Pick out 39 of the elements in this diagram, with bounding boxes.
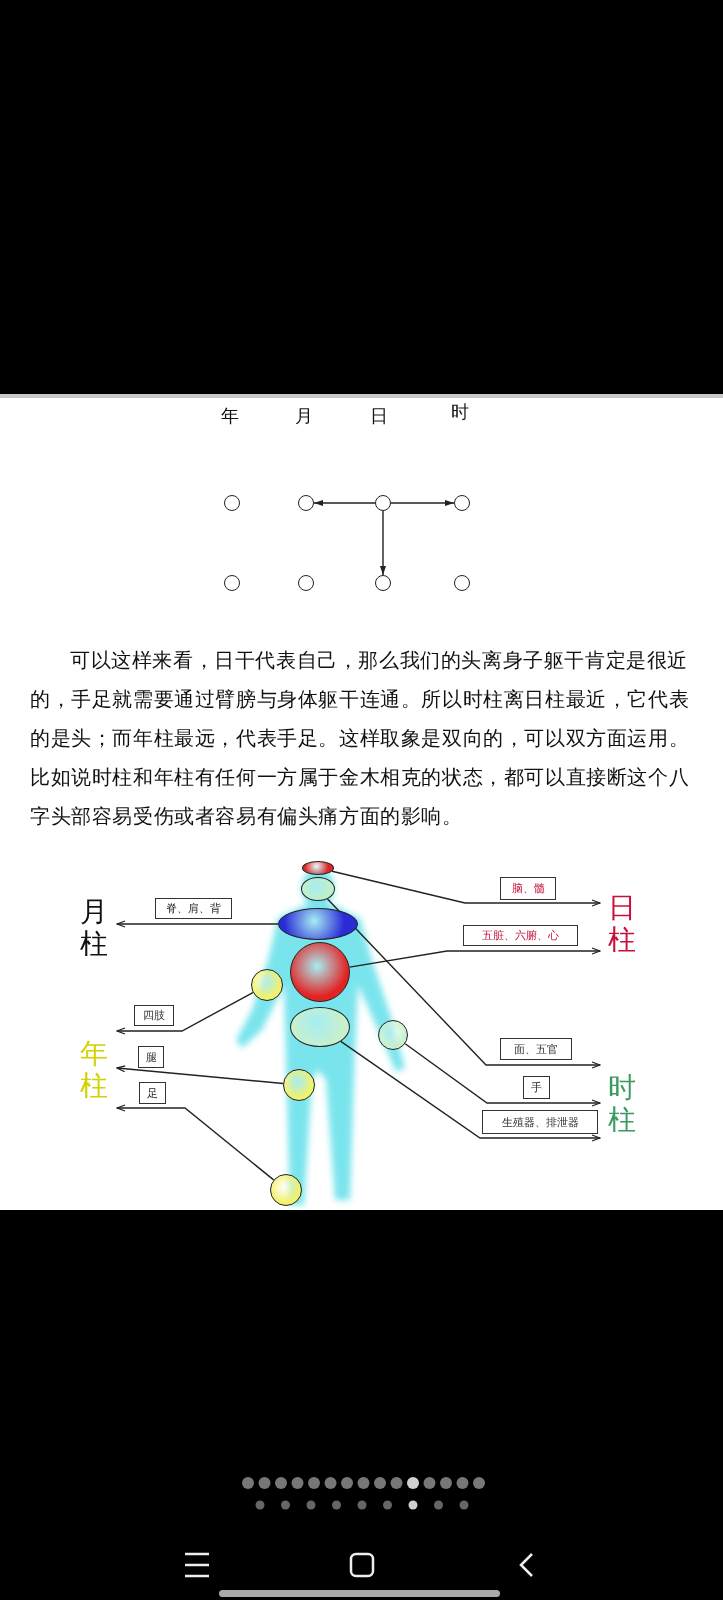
body-region-circle — [290, 942, 350, 1002]
body-region-ellipse — [278, 908, 358, 940]
arrow — [390, 500, 455, 506]
edge-label: 脊、肩、背 — [155, 898, 232, 919]
pillar-label: 年柱 — [70, 1038, 117, 1102]
body-region-circle — [283, 1069, 315, 1101]
pillar-label: 日柱 — [600, 892, 644, 956]
leader-arrow — [348, 947, 601, 968]
leader-arrow — [116, 991, 254, 1035]
leader-arrow — [340, 1040, 601, 1142]
pillar-label: 时柱 — [600, 1072, 644, 1136]
body-region-ellipse — [302, 861, 334, 875]
leader-arrow — [116, 1065, 284, 1085]
column-heading: 日 — [370, 404, 388, 428]
body-region-ellipse — [301, 877, 335, 901]
leader-arrow — [331, 870, 601, 907]
edge-label: 生殖器、排泄器 — [482, 1110, 598, 1134]
pillar-label: 月柱 — [70, 896, 117, 960]
body-region-circle — [270, 1174, 302, 1206]
leader-arrow — [116, 920, 279, 928]
paragraph: 可以这样来看，日干代表自己，那么我们的头离身子躯干肯定是很近的，手足就需要通过臂膀与身体躯干连通。所以时柱离日柱最近，它代表的是头；而年柱最远，代表手足。这样取象是双向的，可以双方面运用。比如说时柱和年柱有任何一方属于金木相克的状态，都可以直接断这个八字头部容易受伤或者容易有偏头痛方面的影响。 — [30, 647, 691, 830]
edge-label: 脑、髓 — [500, 877, 556, 900]
body-region-circle — [378, 1020, 408, 1050]
body-region-circle — [251, 969, 283, 1001]
arrow — [313, 500, 376, 506]
arrow — [380, 510, 386, 576]
leader-arrow — [404, 1043, 601, 1107]
edge-label: 五脏、六腑、心 — [463, 925, 578, 946]
edge-label: 手 — [523, 1076, 550, 1099]
body-region-ellipse — [290, 1007, 350, 1047]
column-heading: 月 — [295, 404, 313, 428]
edge-label: 足 — [139, 1082, 166, 1104]
edge-label: 面、五官 — [500, 1038, 572, 1060]
leader-arrow — [116, 1104, 275, 1181]
edge-label: 四肢 — [134, 1005, 174, 1026]
edge-label: 腿 — [138, 1046, 164, 1068]
column-heading: 年 — [221, 404, 239, 428]
column-heading: 时 — [451, 400, 469, 424]
leader-arrow — [326, 898, 601, 1069]
